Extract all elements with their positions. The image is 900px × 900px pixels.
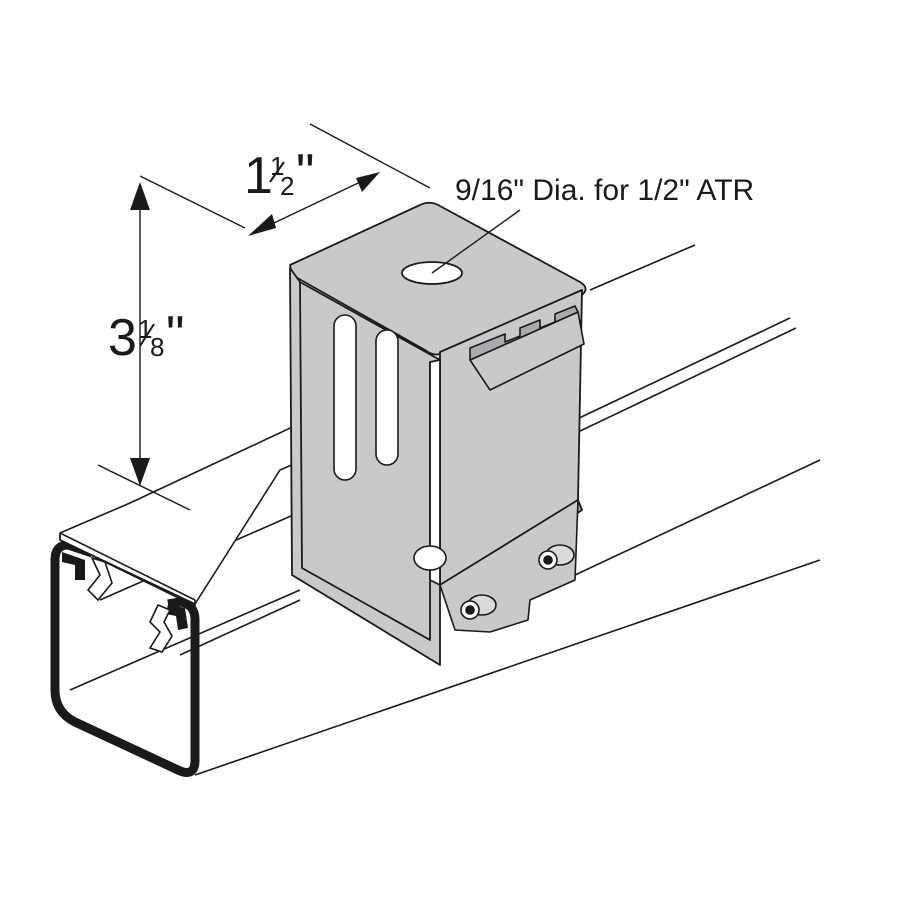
rod-line [589, 244, 696, 291]
width-arrow-icon [248, 172, 380, 236]
dimension-height [97, 190, 191, 511]
width-denominator: 2 [280, 171, 294, 201]
width-numerator: 1 [270, 151, 284, 181]
bolt-right-icon [538, 544, 575, 570]
channel-profile [50, 540, 200, 777]
hole-callout-label: 9/16" Dia. for 1/2" ATR [455, 174, 754, 207]
width-whole: 1 [244, 147, 271, 205]
height-numerator: 1 [138, 314, 152, 344]
side-slots [333, 314, 399, 481]
height-arrow-icon [130, 182, 150, 486]
height-dimension-label: 3 1 8 " [108, 306, 185, 367]
width-unit: " [296, 144, 313, 202]
latch-tab [469, 305, 585, 391]
height-unit: " [166, 306, 183, 364]
height-whole: 3 [108, 309, 135, 367]
height-denominator: 8 [150, 332, 164, 362]
bottom-clamp [439, 499, 579, 633]
callout-leader [431, 209, 521, 274]
lower-hole [413, 545, 447, 571]
dimension-width [139, 123, 431, 233]
width-dimension-label: 1 1 2 " [244, 144, 315, 205]
bolt-left-icon [460, 594, 497, 620]
